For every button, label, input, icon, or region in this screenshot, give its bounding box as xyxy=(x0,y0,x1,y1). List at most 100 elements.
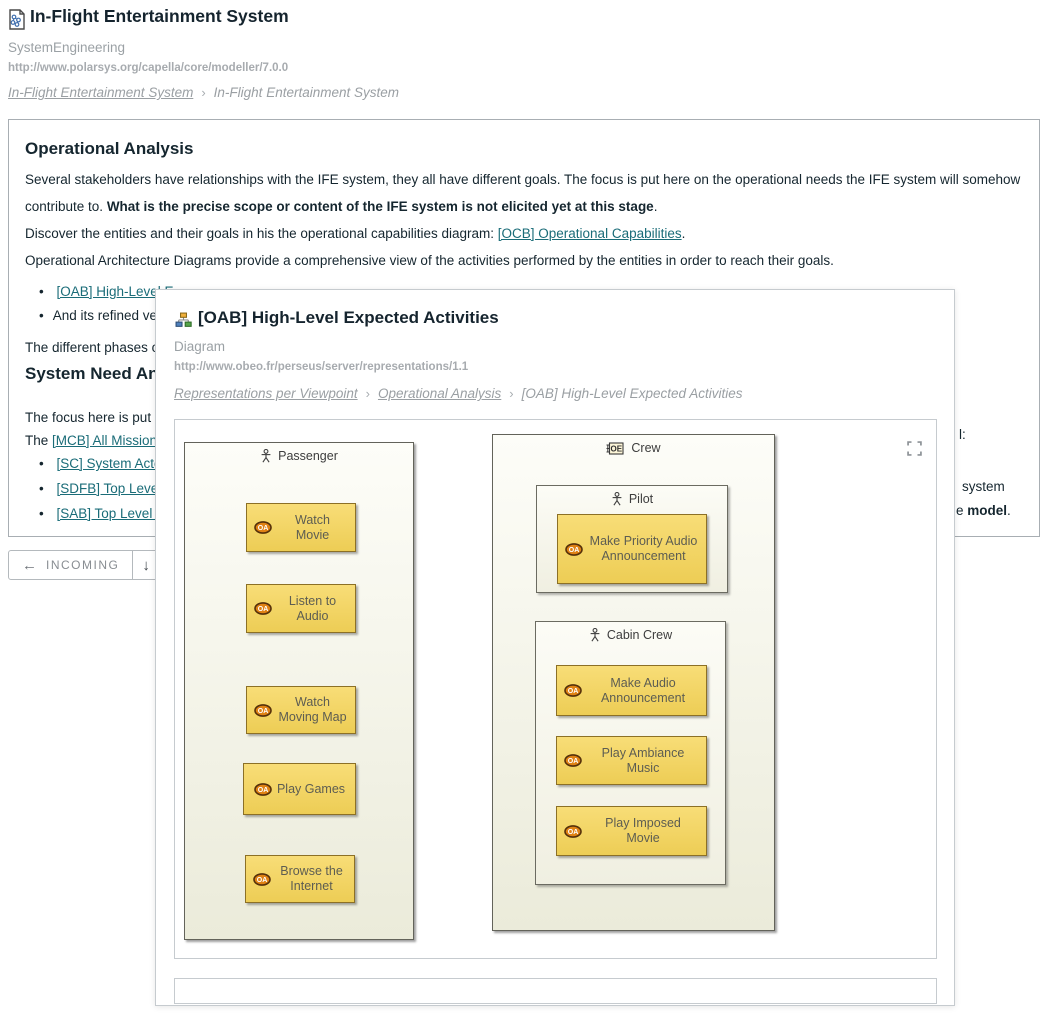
breadcrumb-link-root[interactable]: In-Flight Entertainment System xyxy=(8,85,194,100)
oab-diagram-card: [OAB] High-Level Expected Activities Dia… xyxy=(155,289,955,1006)
entity-pilot[interactable]: Pilot OA Make Priority Audio Announcemen… xyxy=(536,485,728,593)
toolbar-divider xyxy=(132,551,134,579)
page-metamodel-url: http://www.polarsys.org/capella/core/mod… xyxy=(8,62,289,74)
link-ocb-operational-capabilities[interactable]: [OCB] Operational Capabilities xyxy=(497,226,682,241)
diagram-viewport[interactable]: Passenger OA Watch Movie OA Listen to Au… xyxy=(174,419,937,959)
activity-label: Browse the Internet xyxy=(280,864,343,893)
entity-cabin-crew-label: Cabin Crew xyxy=(606,628,673,642)
svg-text:OA: OA xyxy=(258,787,269,794)
scroll-down-button[interactable]: ↓ xyxy=(133,551,159,579)
svg-text:OA: OA xyxy=(569,547,580,554)
paragraph-mcb: The [MCB] All Missions xyxy=(25,433,164,448)
activity-browse-the-internet[interactable]: OA Browse the Internet xyxy=(245,855,355,903)
activity-label: Play Imposed Movie xyxy=(605,816,681,845)
link-sab-top-level[interactable]: [SAB] Top Level Sy xyxy=(56,506,172,521)
activity-label: Play Games xyxy=(276,781,346,796)
activity-make-priority-audio-announcement[interactable]: OA Make Priority Audio Announcement xyxy=(557,514,707,584)
link-oab-high-level[interactable]: [OAB] High-Level E xyxy=(56,284,174,299)
entity-crew-label: Crew xyxy=(631,441,661,455)
entity-pilot-header: Pilot xyxy=(537,486,727,506)
svg-text:OA: OA xyxy=(568,758,579,765)
text-fragment-3: e model. xyxy=(956,503,1011,518)
list-item-sab: [SAB] Top Level Sy xyxy=(39,506,172,521)
diagram-hierarchy-icon xyxy=(175,312,192,327)
entity-passenger-label: Passenger xyxy=(278,449,338,463)
activity-make-audio-announcement[interactable]: OA Make Audio Announcement xyxy=(556,665,707,716)
activity-watch-moving-map[interactable]: OA Watch Moving Map xyxy=(246,686,356,734)
activity-label: Make Audio Announcement xyxy=(600,675,686,705)
actor-stick-figure-icon xyxy=(612,492,622,506)
oa-badge-icon: OA xyxy=(565,542,583,556)
breadcrumb-current-oab: [OAB] High-Level Expected Activities xyxy=(521,386,743,401)
list-item-oab: [OAB] High-Level E xyxy=(39,284,174,299)
text-fragment-1: l: xyxy=(959,427,966,442)
oa-badge-icon: OA xyxy=(254,703,272,717)
activity-watch-movie[interactable]: OA Watch Movie xyxy=(246,503,356,552)
activity-label: Watch Moving Map xyxy=(278,695,347,724)
list-item-refined: And its refined vers xyxy=(39,308,169,323)
paragraph-discover-entities: Discover the entities and their goals in… xyxy=(25,226,686,241)
incoming-label: INCOMING xyxy=(46,558,120,572)
activity-label: Make Priority Audio Announcement xyxy=(589,534,698,563)
incoming-button[interactable]: ← INCOMING xyxy=(9,551,132,579)
breadcrumb-separator: › xyxy=(201,85,206,100)
svg-text:OA: OA xyxy=(258,525,269,532)
down-arrow-icon: ↓ xyxy=(142,556,150,574)
breadcrumb: In-Flight Entertainment System › In-Flight… xyxy=(8,85,399,100)
comment-input[interactable] xyxy=(174,978,937,1004)
paragraph-phases: The different phases of xyxy=(25,340,163,355)
svg-text:OA: OA xyxy=(258,708,269,715)
section-heading-system-need: System Need An xyxy=(25,364,159,383)
link-sdfb-top-level[interactable]: [SDFB] Top Level F xyxy=(56,481,174,496)
oa-badge-icon: OA xyxy=(253,872,271,886)
list-item-sc: [SC] System Actors xyxy=(39,456,173,471)
overlay-type-label: Diagram xyxy=(174,339,226,354)
activity-label: Watch Movie xyxy=(295,512,330,542)
link-sc-system-actors[interactable]: [SC] System Actors xyxy=(56,456,173,471)
svg-text:OA: OA xyxy=(258,606,269,613)
breadcrumb-link-viewpoint[interactable]: Representations per Viewpoint xyxy=(174,386,358,401)
page-subtitle: SystemEngineering xyxy=(8,40,126,55)
entity-crew-header: OE Crew xyxy=(493,435,774,455)
paragraph-focus: The focus here is put o xyxy=(25,410,163,425)
text-fragment-2: system xyxy=(962,479,1005,494)
activity-play-games[interactable]: OA Play Games xyxy=(243,763,356,815)
oa-badge-icon: OA xyxy=(254,782,272,796)
entity-cabin-crew-header: Cabin Crew xyxy=(536,622,725,642)
oa-badge-icon: OA xyxy=(564,754,582,767)
overlay-title: [OAB] High-Level Expected Activities xyxy=(198,308,499,327)
breadcrumb-current: In-Flight Entertainment System xyxy=(213,85,399,100)
incoming-toolbar: ← INCOMING ↓ xyxy=(8,550,160,580)
svg-text:OA: OA xyxy=(568,829,579,836)
oa-badge-icon: OA xyxy=(564,824,582,838)
link-mcb-all-missions[interactable]: [MCB] All Missions xyxy=(52,433,164,448)
breadcrumb-link-operational-analysis[interactable]: Operational Analysis xyxy=(377,386,502,401)
entity-cabin-crew[interactable]: Cabin Crew OA Make Audio Announcement OA xyxy=(535,621,726,885)
overlay-breadcrumb: Representations per Viewpoint›Operationa… xyxy=(174,386,743,401)
fullscreen-expand-icon[interactable] xyxy=(907,441,922,456)
activity-label: Play Ambiance Music xyxy=(601,745,685,775)
actor-stick-figure-icon xyxy=(590,628,600,642)
operational-entity-icon: OE xyxy=(606,441,624,455)
section-heading-operational-analysis: Operational Analysis xyxy=(25,139,194,158)
left-arrow-icon: ← xyxy=(22,556,37,574)
oa-badge-icon: OA xyxy=(254,521,272,534)
page-title: In-Flight Entertainment System xyxy=(30,6,289,26)
entity-passenger[interactable]: Passenger OA Watch Movie OA Listen to Au… xyxy=(184,442,414,940)
activity-label: Listen to Audio xyxy=(288,593,337,623)
activity-listen-to-audio[interactable]: OA Listen to Audio xyxy=(246,584,356,633)
entity-pilot-label: Pilot xyxy=(628,492,654,506)
list-item-sdfb: [SDFB] Top Level F xyxy=(39,481,174,496)
oa-badge-icon: OA xyxy=(254,602,272,615)
bold-scope-note: What is the precise scope or content of … xyxy=(106,199,654,214)
activity-play-ambiance-music[interactable]: OA Play Ambiance Music xyxy=(556,736,707,785)
oa-badge-icon: OA xyxy=(564,684,582,697)
entity-crew[interactable]: OE Crew xyxy=(492,434,775,931)
svg-text:OA: OA xyxy=(568,688,579,695)
svg-text:OA: OA xyxy=(257,877,268,884)
activity-play-imposed-movie[interactable]: OA Play Imposed Movie xyxy=(556,806,707,856)
actor-stick-figure-icon xyxy=(261,449,271,463)
overlay-representation-url: http://www.obeo.fr/perseus/server/repres… xyxy=(174,361,469,373)
svg-text:OE: OE xyxy=(611,444,623,453)
